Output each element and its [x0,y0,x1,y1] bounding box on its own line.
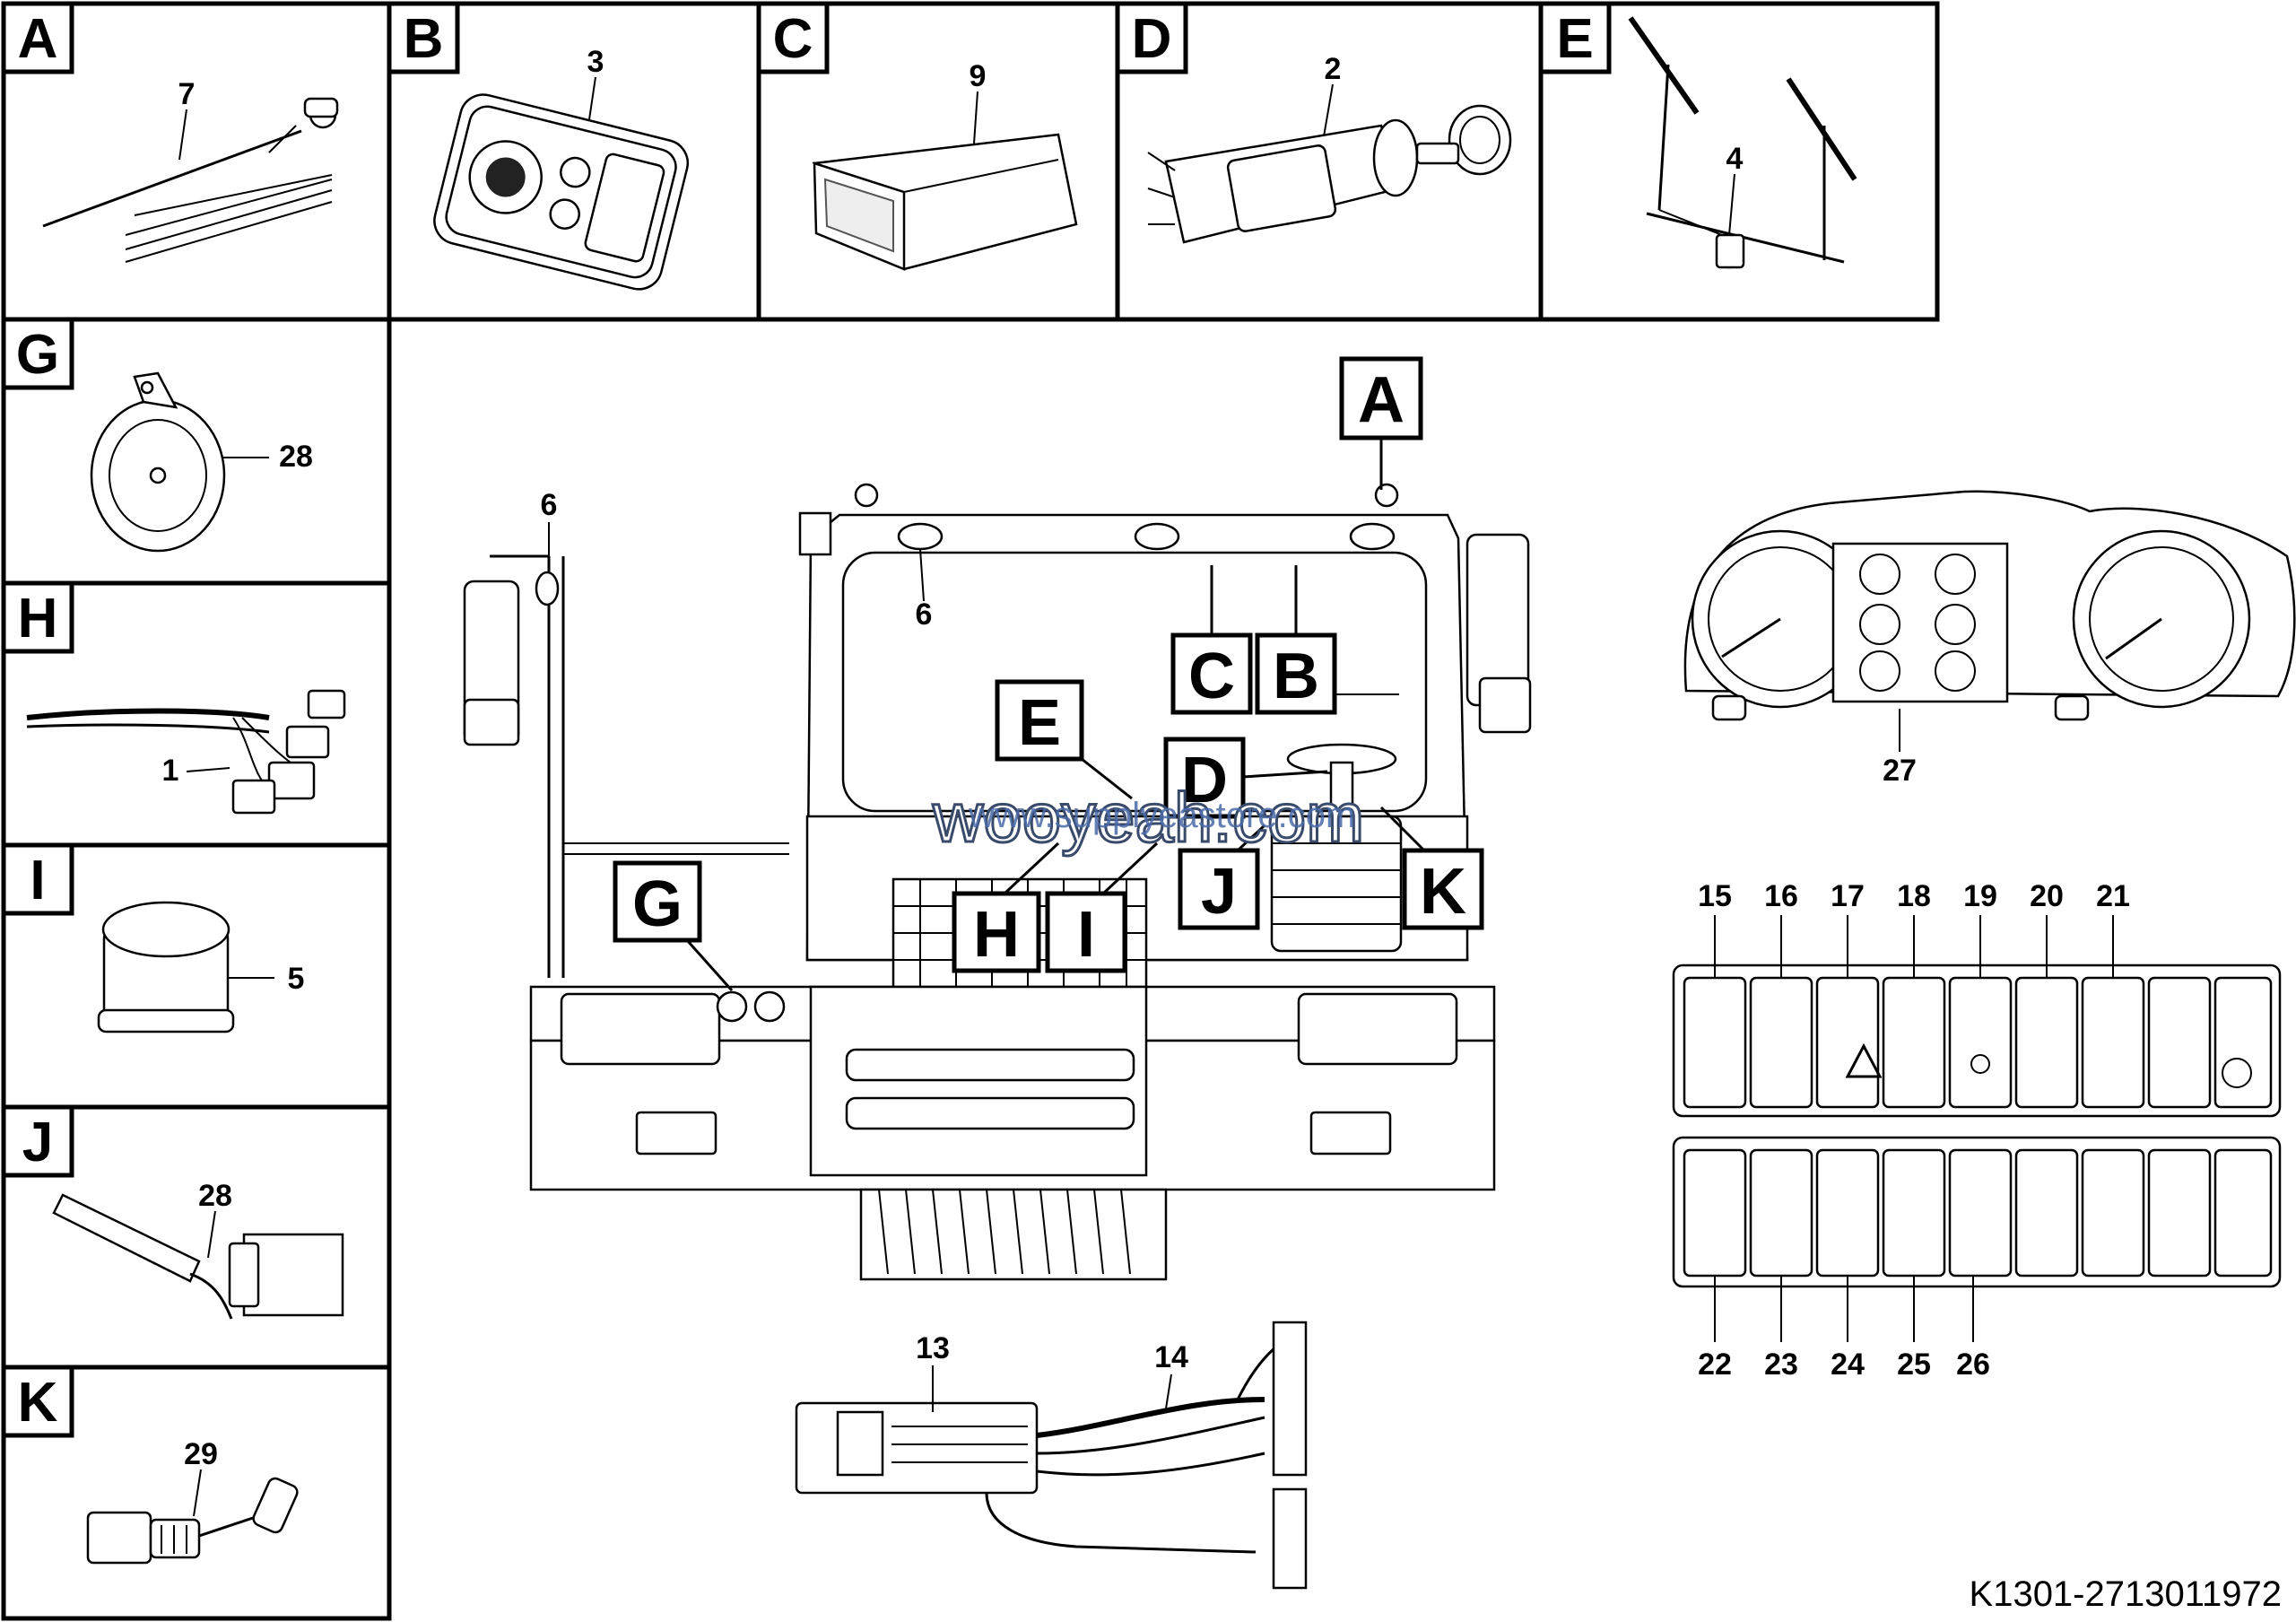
panel-e-tag: E [1556,8,1593,70]
callout-c: C [1170,565,1253,715]
panel-g: G 28 [1,317,392,586]
panel-d: D 2 [1115,1,1544,322]
part-4-label: 4 [1726,142,1744,176]
svg-text:I: I [1077,899,1095,971]
part-2-label: 2 [1325,52,1342,86]
panel-a-tag: A [18,8,58,70]
svg-text:J: J [1201,856,1237,928]
callout-a: A [1339,356,1423,490]
part-9-label: 9 [970,59,987,93]
wiring-harness-13-14: 13 14 [795,1321,1308,1590]
callout-j: J [1178,824,1266,930]
callout-e: E [995,679,1133,800]
panel-k-tag: K [18,1372,58,1434]
antenna-icon [42,97,339,263]
ignition-switch-icon [1147,104,1512,244]
callout-k: K [1379,806,1484,930]
panel-c: C 9 [756,1,1120,322]
panel-g-tag: G [16,324,59,386]
svg-text:B: B [1273,641,1319,712]
main-callouts: A C B E D J K [613,356,1484,991]
callout-i: I [1045,842,1159,973]
panel-e: E 4 [1538,1,1940,322]
part-13-label: 13 [916,1331,950,1365]
switch-18-label: 18 [1897,879,1931,913]
watermark-main: wooyeah.com [932,778,1364,857]
panel-c-tag: C [773,8,813,70]
switch-15-label: 15 [1698,879,1732,913]
combination-switch-icon [86,1477,299,1565]
part-1-label: 1 [162,754,179,788]
panel-j: J 28 [1,1104,392,1370]
cab-front-view: 6 [463,483,1532,1281]
panel-h: H 1 [1,580,392,848]
switch-20-label: 20 [2030,879,2064,913]
part-27-label: 27 [1883,754,1917,788]
interior-lamp-icon [433,93,690,291]
switch-17-label: 17 [1831,879,1865,913]
switch-21-label: 21 [2096,879,2130,913]
lever-icon [52,1193,344,1320]
switch-24-label: 24 [1831,1347,1865,1382]
svg-text:A: A [1358,364,1405,436]
radio-icon [812,133,1078,271]
part-28-label: 28 [279,440,313,474]
panel-k: K 29 [1,1365,392,1621]
panel-i: I 5 [1,842,392,1110]
svg-text:C: C [1188,641,1235,712]
switch-panel-top: 15 16 17 18 19 20 21 [1672,879,2282,1118]
part-5-label: 5 [288,962,305,996]
svg-text:H: H [973,899,1020,971]
switch-panel-bottom: 22 23 24 25 26 [1672,1136,2282,1382]
svg-text:G: G [632,868,683,940]
panel-d-tag: D [1132,8,1172,70]
callout-h: H [952,842,1060,973]
callout-b: B [1255,565,1399,715]
cap-icon [97,901,235,1033]
switch-25-label: 25 [1897,1347,1931,1382]
part-29-label: 29 [184,1437,218,1471]
part-7-label: 7 [178,77,196,111]
switch-19-label: 19 [1963,879,1997,913]
svg-text:E: E [1018,687,1061,759]
switch-16-label: 16 [1764,879,1798,913]
callout-g: G [613,860,734,991]
svg-text:K: K [1420,856,1466,928]
horn-icon [90,371,226,553]
wiper-linkage-icon [1628,16,1857,269]
panel-b: B 3 [387,1,761,322]
panel-h-tag: H [18,588,58,650]
instrument-cluster: 27 [1683,490,2296,788]
steering-column [1270,743,1403,953]
switch-22-label: 22 [1698,1347,1732,1382]
part-6-label-mirror: 6 [541,488,558,522]
watermark-sub: www.supplyeastore.com [968,796,1355,835]
document-code: K1301-2713011972 [1970,1574,2282,1614]
switch-26-label: 26 [1956,1347,1990,1382]
panel-b-tag: B [404,8,444,70]
part-28b-label: 28 [198,1179,232,1213]
panel-i-tag: I [30,850,45,911]
wiring-harness-icon [26,689,346,815]
panel-a: A 7 [1,1,392,322]
svg-text:D: D [1181,745,1228,816]
part-6-label-roof: 6 [916,597,933,632]
part-14-label: 14 [1154,1340,1188,1374]
panel-j-tag: J [22,1112,53,1173]
part-3-label: 3 [587,45,604,79]
switch-23-label: 23 [1764,1347,1798,1382]
mirror-left [463,554,789,978]
callout-d: D [1163,737,1328,819]
